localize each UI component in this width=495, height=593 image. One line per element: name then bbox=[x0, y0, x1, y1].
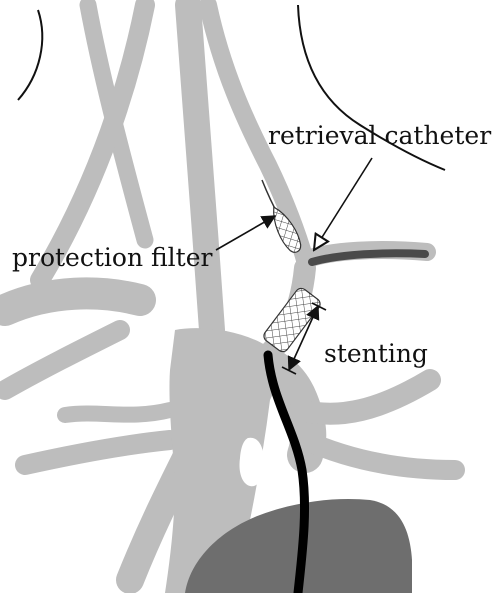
left-branch-lower bbox=[25, 440, 170, 465]
retrieval-catheter-label: retrieval catheter bbox=[268, 121, 491, 150]
protection-filter-label: protection filter bbox=[12, 243, 213, 272]
left-lower-branch bbox=[5, 330, 120, 390]
vessel-gap bbox=[239, 438, 264, 487]
left-outline-curve bbox=[18, 10, 42, 100]
left-shoulder-vessel bbox=[5, 293, 140, 310]
stenting-label: stenting bbox=[324, 339, 428, 368]
central-trunk-vessel bbox=[188, 5, 212, 330]
left-branch-upper bbox=[65, 410, 170, 415]
right-branch-upper bbox=[300, 380, 430, 414]
retrieval-catheter-arrow bbox=[314, 158, 372, 250]
stent-mesh bbox=[262, 286, 323, 354]
right-branch-lower bbox=[305, 440, 455, 470]
protection-filter-arrow bbox=[216, 216, 275, 250]
